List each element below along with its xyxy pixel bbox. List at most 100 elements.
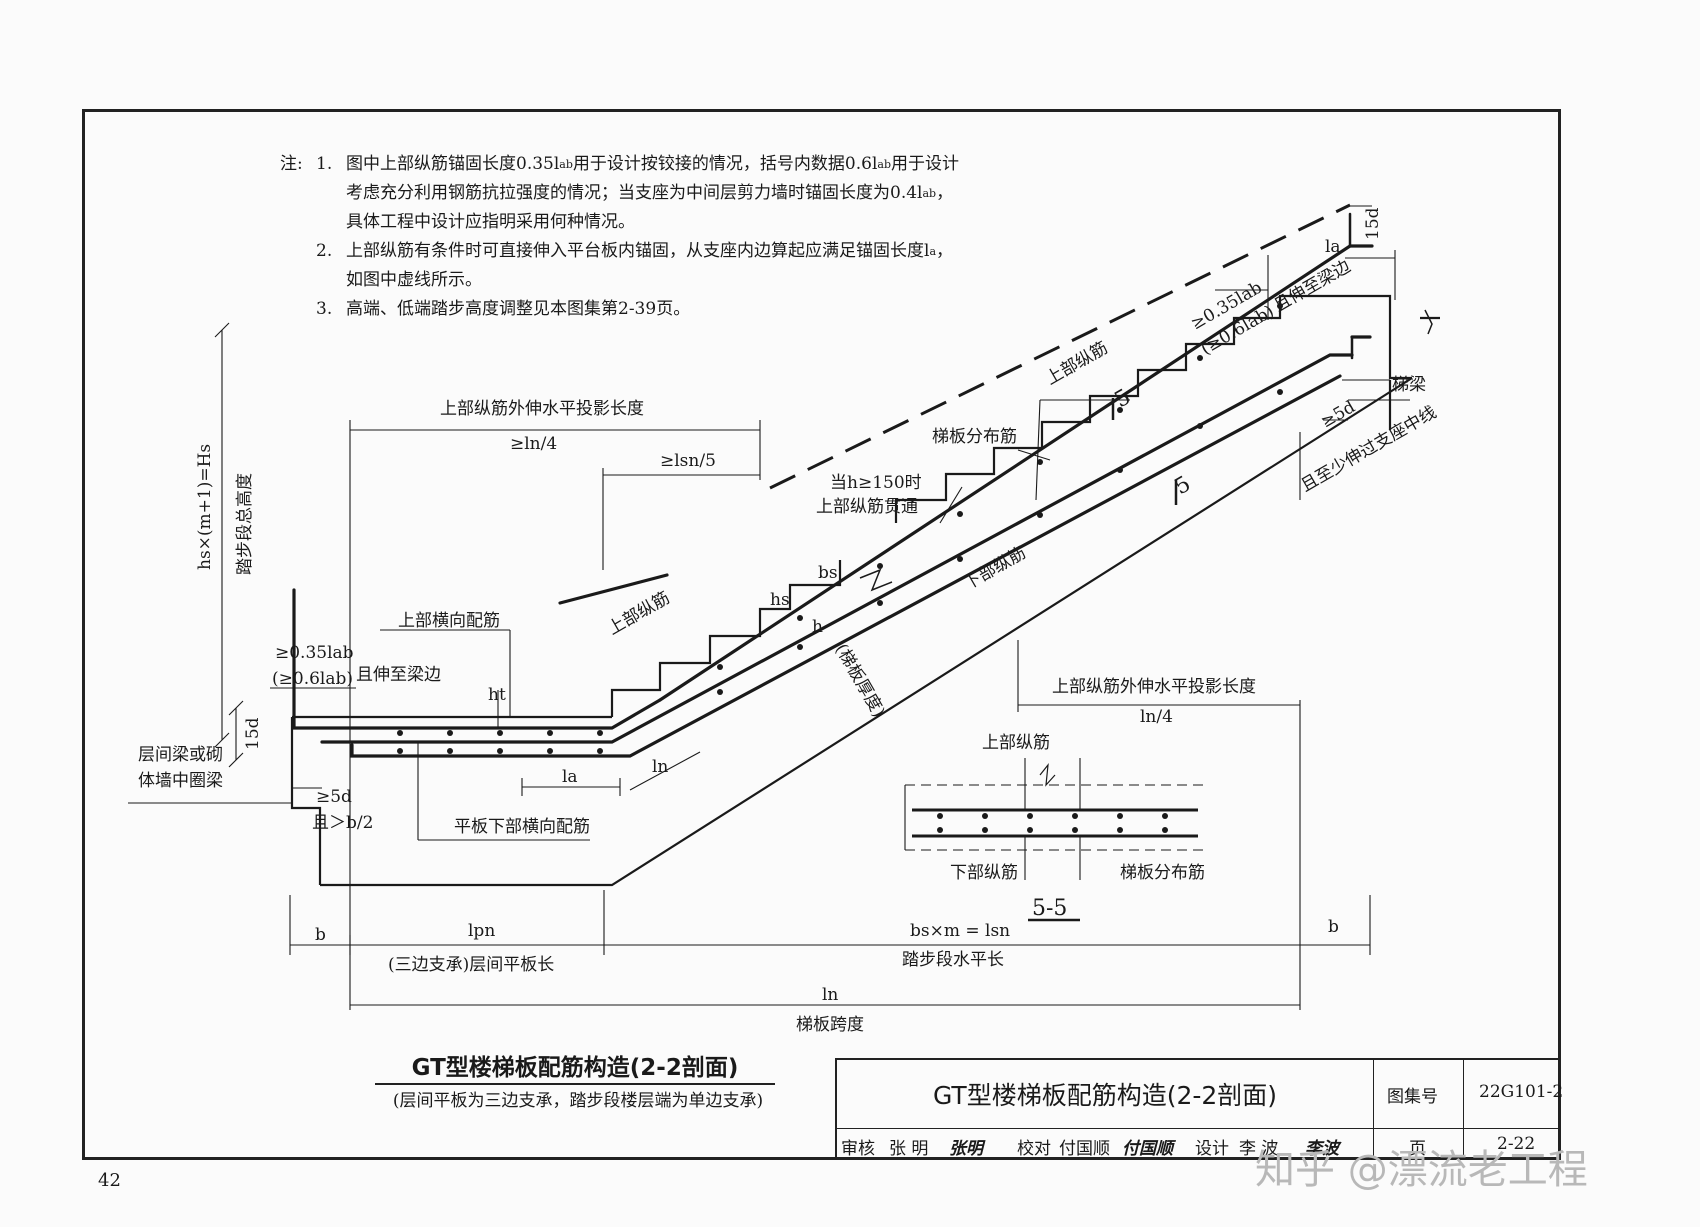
tb-review-name: 张 明 (889, 1139, 929, 1159)
dim-b-left: b (315, 925, 326, 945)
note-text: ， (936, 183, 954, 203)
top-long-mid-label: 上部纵筋 (1043, 338, 1112, 389)
note-sub: a (929, 245, 936, 258)
ht-label: ht (488, 685, 506, 705)
lsn5-label: ≥lsn/5 (660, 451, 716, 471)
beam-left-line1: 层间梁或砌 (138, 745, 223, 765)
section-mark-lower: 5 (1171, 472, 1196, 501)
note-text: 用于设计 (891, 154, 959, 174)
section-5-5 (904, 758, 1205, 922)
note-2-line-2: 如图中虚线所示。 (280, 266, 959, 295)
diagram-labels: hs×(m+1)=Hs 踏步段总高度 上部纵筋外伸水平投影长度 ≥ln/4 ≥l… (138, 207, 1440, 1035)
watermark: 知乎 @漂流老工程 (1255, 1147, 1588, 1193)
note-text: 考虑充分利用钢筋抗拉强度的情况；当支座为中间层剪力墙时锚固长度为0.4l (346, 183, 923, 203)
sheet-border (82, 109, 1561, 1160)
ge06-left: (≥0.6lab) (272, 669, 353, 689)
top-proj-left: 上部纵筋外伸水平投影长度 (440, 399, 644, 419)
ge035-left: ≥0.35lab (275, 643, 354, 663)
sec-dist-bar-label: 梯板分布筋 (1120, 863, 1205, 883)
beam-left-line2: 体墙中圈梁 (138, 771, 223, 791)
note-num: 1. (316, 154, 333, 174)
title-underline (375, 1083, 775, 1085)
dim-bsm: bs×m = lsn (910, 921, 1010, 941)
drawing-title: GT型楼梯板配筋构造(2-2剖面) (411, 1055, 739, 1081)
note-sub: ab (922, 187, 937, 200)
total-height-text: 踏步段总高度 (235, 473, 255, 575)
note-text: 上部纵筋有条件时可直接伸入平台板内锚固，从支座内边算起应满足锚固长度l (346, 241, 930, 261)
sec-top-long-label: 上部纵筋 (982, 733, 1050, 753)
dim-ln: ln (822, 985, 838, 1005)
dist-bar-label: 梯板分布筋 (932, 427, 1017, 447)
when-h150-2: 上部纵筋贯通 (816, 497, 918, 517)
total-height-formula: hs×(m+1)=Hs (195, 444, 215, 570)
notes-lead: 注: (280, 154, 303, 174)
note-text: 图中上部纵筋锚固长度0.35l (346, 154, 560, 174)
tb-design-label: 设计 (1195, 1139, 1229, 1159)
tb-page-label: 页 (1409, 1139, 1426, 1159)
note-num: 2. (316, 241, 333, 261)
slab-bottom-trans-label: 平板下部横向配筋 (454, 817, 590, 837)
top-proj-right: 上部纵筋外伸水平投影长度 (1052, 677, 1256, 697)
section-title: 5-5 (1032, 896, 1067, 921)
stair-beam-label: 梯梁 (1392, 375, 1426, 395)
tb-drawing-name: GT型楼梯板配筋构造(2-2剖面) (932, 1081, 1278, 1110)
hs-label: hs (770, 590, 790, 610)
tb-atlas-label: 图集号 (1387, 1087, 1438, 1107)
top-long-left-label: 上部纵筋 (605, 588, 674, 639)
page-number: 42 (98, 1170, 121, 1191)
note-num: 3. (316, 299, 333, 319)
dim-bsm-text: 踏步段水平长 (902, 950, 1004, 970)
note-text: 具体工程中设计应指明采用何种情况。 (346, 212, 635, 232)
when-h150-1: 当h≥150时 (830, 473, 922, 493)
note-text: 用于设计按铰接的情况，括号内数据0.6l (572, 154, 878, 174)
tb-design-name: 李 波 (1239, 1139, 1279, 1159)
dim-lpn-text: (三边支承)层间平板长 (388, 955, 554, 975)
bottom-rebar (320, 353, 1354, 758)
distribution-bar-dots (397, 303, 1283, 754)
slab-thickness-label: (梯板厚度) (831, 641, 889, 721)
note-text: 如图中虚线所示。 (346, 270, 482, 290)
tb-check-name: 付国顺 (1059, 1139, 1110, 1159)
ge5d-right: ≥5d (1318, 397, 1359, 432)
h-label: h (812, 617, 823, 637)
ge5d-left: ≥5d (316, 787, 352, 807)
d15-right: 15d (1363, 207, 1383, 240)
bottom-long-label: 下部纵筋 (961, 543, 1030, 594)
la-left: la (562, 767, 578, 787)
top-trans-bar-label: 上部横向配筋 (398, 611, 500, 631)
concrete-outline (290, 294, 1440, 887)
dim-lpn: lpn (468, 921, 495, 941)
to-beam-edge-right: 且伸至梁边 (1271, 257, 1355, 317)
top-proj-left-val: ≥ln/4 (510, 434, 557, 454)
gt-b2: 且＞b/2 (312, 813, 373, 833)
dimension-lines (128, 205, 1410, 1010)
note-text: 高端、低端踏步高度调整见本图集第2-39页。 (346, 299, 691, 319)
tb-review-label: 审核 (841, 1139, 875, 1159)
tb-check-signature: 付国顺 (1122, 1139, 1173, 1159)
tb-review-signature: 张明 (949, 1139, 983, 1159)
to-beam-edge-left: 且伸至梁边 (356, 665, 441, 685)
title-block: GT型楼梯板配筋构造(2-2剖面) 图集号 22G101-2 审核 张 明 张明… (835, 1058, 1563, 1160)
note-sub: ab (559, 158, 573, 171)
dashed-top-rebar (769, 203, 1351, 490)
tb-check-label: 校对 (1017, 1139, 1051, 1159)
dim-ln-text: 梯板跨度 (796, 1015, 864, 1035)
drawing-subtitle: (层间平板为三边支承，踏步段楼层端为单边支承) (392, 1091, 764, 1111)
note-sub: ab (877, 158, 891, 171)
tb-design-signature: 李波 (1305, 1139, 1339, 1159)
note-3-line-1: 3. 高端、低端踏步高度调整见本图集第2-39页。 (280, 295, 959, 324)
tb-page-no: 2-22 (1497, 1134, 1536, 1154)
note-text: ， (936, 241, 953, 261)
la-right: la (1325, 237, 1341, 257)
ln-left: ln (652, 757, 668, 777)
bs-label: bs (818, 563, 838, 583)
sec-bottom-long-label: 下部纵筋 (950, 863, 1018, 883)
top-proj-right-val: ln/4 (1140, 707, 1173, 727)
d15-left: 15d (243, 717, 263, 750)
